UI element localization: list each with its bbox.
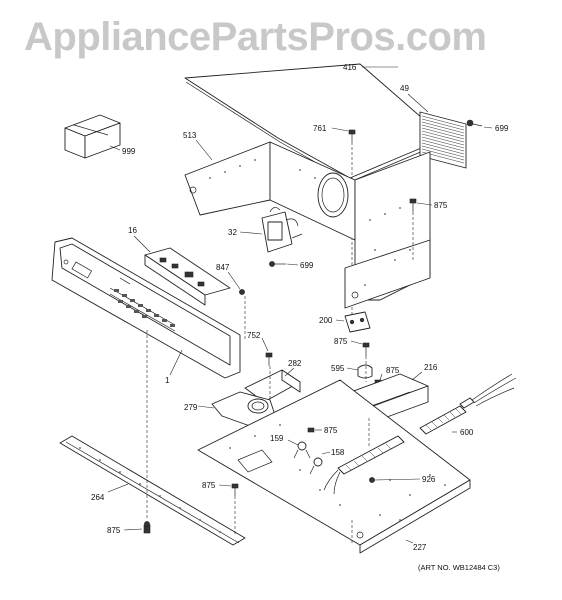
part-32-switch-assembly[interactable] <box>261 207 303 253</box>
callout-264: 264 <box>91 493 105 502</box>
callout-216: 216 <box>424 363 438 372</box>
part-264-trim-strip[interactable] <box>59 435 246 546</box>
part-416-top-cover[interactable] <box>184 63 446 183</box>
part-1-control-panel[interactable] <box>51 237 241 379</box>
callout-49: 49 <box>400 84 409 93</box>
part-49-vent-grille[interactable] <box>419 111 467 169</box>
callout-699-a: 699 <box>495 124 509 133</box>
screw-875-trim[interactable] <box>231 483 239 496</box>
callout-875-d: 875 <box>324 426 338 435</box>
callout-875-a: 875 <box>434 201 448 210</box>
callout-761: 761 <box>313 124 327 133</box>
screw-875-bottom[interactable] <box>143 521 151 534</box>
wire-harness[interactable] <box>323 435 405 495</box>
callout-875-b: 875 <box>334 337 348 346</box>
watermark: AppliancePartsPros.com <box>24 15 487 59</box>
callout-227: 227 <box>413 543 427 552</box>
part-513-cabinet-wrapper[interactable] <box>184 141 431 309</box>
callout-875-c: 875 <box>386 366 400 375</box>
callout-513: 513 <box>183 131 197 140</box>
callout-1: 1 <box>165 376 170 385</box>
callout-926: 926 <box>422 475 436 484</box>
screw-761[interactable] <box>348 129 356 142</box>
callout-752: 752 <box>247 331 261 340</box>
screw-875-center[interactable] <box>362 342 370 356</box>
callout-875-e: 875 <box>202 481 216 490</box>
part-279-flow-tube[interactable] <box>211 391 277 427</box>
callout-16: 16 <box>128 226 137 235</box>
callout-279: 279 <box>184 403 198 412</box>
callout-595: 595 <box>331 364 345 373</box>
part-159-thermal-switch[interactable] <box>293 441 311 459</box>
screw-752[interactable] <box>265 352 273 366</box>
callout-600: 600 <box>460 428 474 437</box>
part-16-control-board[interactable] <box>144 247 231 306</box>
screw-875-right[interactable] <box>409 198 417 212</box>
part-200-terminal-block[interactable] <box>344 311 371 333</box>
callout-875-f: 875 <box>107 526 121 535</box>
callout-200: 200 <box>319 316 333 325</box>
part-158-thermal-switch[interactable] <box>309 457 323 475</box>
part-600-power-cord[interactable] <box>419 373 517 435</box>
screw-699-middle[interactable] <box>269 261 286 267</box>
part-926-clamp[interactable] <box>369 477 375 483</box>
callout-159: 159 <box>270 434 284 443</box>
part-227-bottom-pan[interactable] <box>197 379 471 554</box>
callout-999: 999 <box>122 147 136 156</box>
callout-32: 32 <box>228 228 237 237</box>
callout-282: 282 <box>288 359 302 368</box>
callout-699-b: 699 <box>300 261 314 270</box>
callout-416: 416 <box>343 63 357 72</box>
part-999-box[interactable] <box>64 114 121 159</box>
art-number: (ART NO. WB12484 C3) <box>418 563 500 572</box>
callout-158: 158 <box>331 448 345 457</box>
screw-875-lower[interactable] <box>307 427 315 433</box>
callout-847: 847 <box>216 263 230 272</box>
screw-699-grille[interactable] <box>466 119 483 127</box>
part-595-clip[interactable] <box>357 364 373 379</box>
screw-847[interactable] <box>239 289 245 295</box>
